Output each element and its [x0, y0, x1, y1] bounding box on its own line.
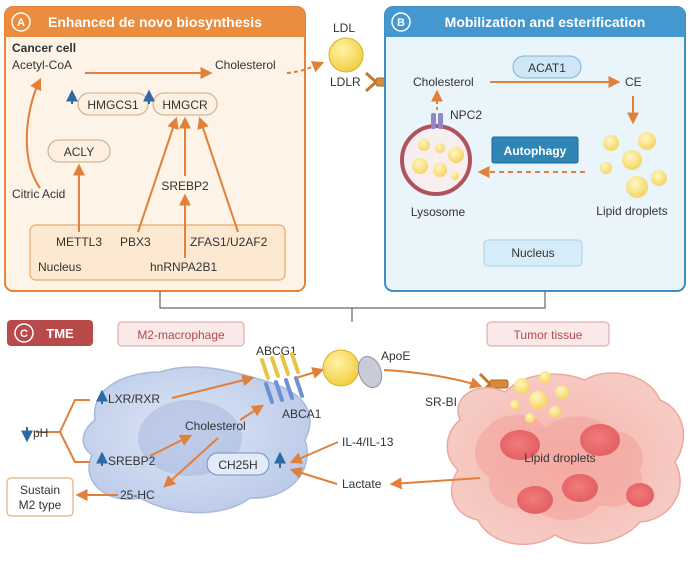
cholesterol-to-transporters-arrow [239, 404, 265, 421]
cholesterol-a-label: Cholesterol [215, 58, 276, 72]
lipid-droplets-c-icon [510, 371, 569, 423]
hmgcr-pill [152, 92, 218, 116]
srbi-label: SR-BI [425, 395, 457, 409]
autophagy-label: Autophagy [504, 144, 567, 158]
srebp2-to-cholesterol-arrow [149, 434, 193, 457]
tumor-tissue-box [486, 321, 610, 347]
nucleus-a-label: Nucleus [38, 260, 81, 274]
panel-c-letter: C [20, 328, 28, 340]
abca1-transporter-icon [264, 376, 304, 404]
pbx3-to-hmgcr-arrow [137, 116, 179, 233]
hmgcs1-label: HMGCS1 [87, 98, 139, 112]
panel-a-letter: A [17, 17, 25, 29]
transporter-to-apoe-arrow [295, 367, 325, 379]
ph-to-lxr-line [36, 399, 90, 433]
panel-b-title: Mobilization and esterification [445, 14, 646, 30]
ph-label: pH [33, 426, 48, 440]
panel-c-header [7, 320, 93, 346]
lipid-droplets-b-label: Lipid droplets [596, 204, 667, 218]
npc2-label: NPC2 [450, 108, 482, 122]
nucleus-a-box [29, 224, 286, 281]
acly-label: ACLY [64, 145, 94, 159]
nucleus-b-box [483, 239, 583, 267]
mettl3-label: METTL3 [56, 235, 102, 249]
tumor-tissue-icon [446, 372, 685, 546]
panel-c-title: TME [46, 326, 74, 341]
ldlr-label: LDLR [330, 75, 361, 89]
acat1-label: ACAT1 [528, 61, 566, 75]
npc2-transporter-icon [431, 113, 443, 129]
ce-label: CE [625, 75, 642, 89]
lxr-to-abcg1-arrow [171, 374, 255, 399]
cholesterol-to-ldl-dashed-arrow [286, 61, 325, 74]
srebp2-a-label: SREBP2 [161, 179, 209, 193]
lipid-droplets-c-label: Lipid droplets [524, 451, 595, 465]
ldl-label: LDL [333, 21, 355, 35]
hnrnpa2b1-label: hnRNPA2B1 [150, 260, 217, 274]
il4-to-ch25h-arrow [289, 441, 339, 464]
sustain-m2-box [6, 477, 74, 517]
citric-acid-label: Citric Acid [12, 187, 65, 201]
hdl-particle-icon [322, 349, 360, 387]
abcg1-transporter-icon [260, 352, 300, 380]
abcg1-label: ABCG1 [256, 344, 297, 358]
25hc-label: 25-HC [120, 488, 155, 502]
cholesterol-c-label: Cholesterol [185, 419, 246, 433]
acat1-pill [512, 55, 582, 79]
ldl-particle-icon [328, 37, 364, 73]
tumor-to-lactate-arrow [389, 477, 481, 490]
autophagy-box [491, 136, 579, 164]
m2-macrophage-label: M2-macrophage [137, 328, 225, 342]
panel-connector-line [159, 291, 546, 309]
nucleus-b-label: Nucleus [511, 246, 554, 260]
ch25h-label: CH25H [218, 458, 257, 472]
apoe-icon [357, 356, 383, 388]
zfas1-to-hmgcr-arrow [197, 116, 239, 233]
tumor-tissue-label: Tumor tissue [514, 328, 583, 342]
pbx3-label: PBX3 [120, 235, 151, 249]
srebp2-c-label: SREBP2 [108, 454, 156, 468]
sustain-label-2: M2 type [19, 498, 62, 512]
lactate-label: Lactate [342, 477, 382, 491]
hmgcr-label: HMGCR [162, 98, 208, 112]
m2-macrophage-box [117, 321, 245, 347]
lysosome-label: Lysosome [411, 205, 466, 219]
cholesterol-to-25hc-arrow [163, 437, 219, 488]
cholesterol-b-label: Cholesterol [413, 75, 474, 89]
cancer-cell-label: Cancer cell [12, 41, 76, 55]
sustain-label-1: Sustain [20, 483, 60, 497]
il4-label: IL-4/IL-13 [342, 435, 394, 449]
acly-pill [47, 139, 111, 163]
citric-to-acetylcoa-arrow [25, 77, 42, 189]
apoe-to-srbi-arrow [383, 369, 483, 389]
abca1-label: ABCA1 [282, 407, 322, 421]
lysosome-icon [400, 124, 472, 196]
lactate-to-ch25h-arrow [289, 467, 338, 485]
acetyl-coa-label: Acetyl-CoA [12, 58, 72, 72]
lipid-droplets-b-icon [600, 132, 667, 198]
lxr-label: LXR/RXR [108, 392, 160, 406]
apoe-label: ApoE [381, 349, 410, 363]
ch25h-pill [206, 452, 270, 476]
ph-to-srebp2-line [59, 431, 90, 463]
panel-b-letter: B [397, 17, 405, 29]
zfas1-label: ZFAS1/U2AF2 [190, 235, 268, 249]
panel-a-title: Enhanced de novo biosynthesis [48, 14, 262, 30]
